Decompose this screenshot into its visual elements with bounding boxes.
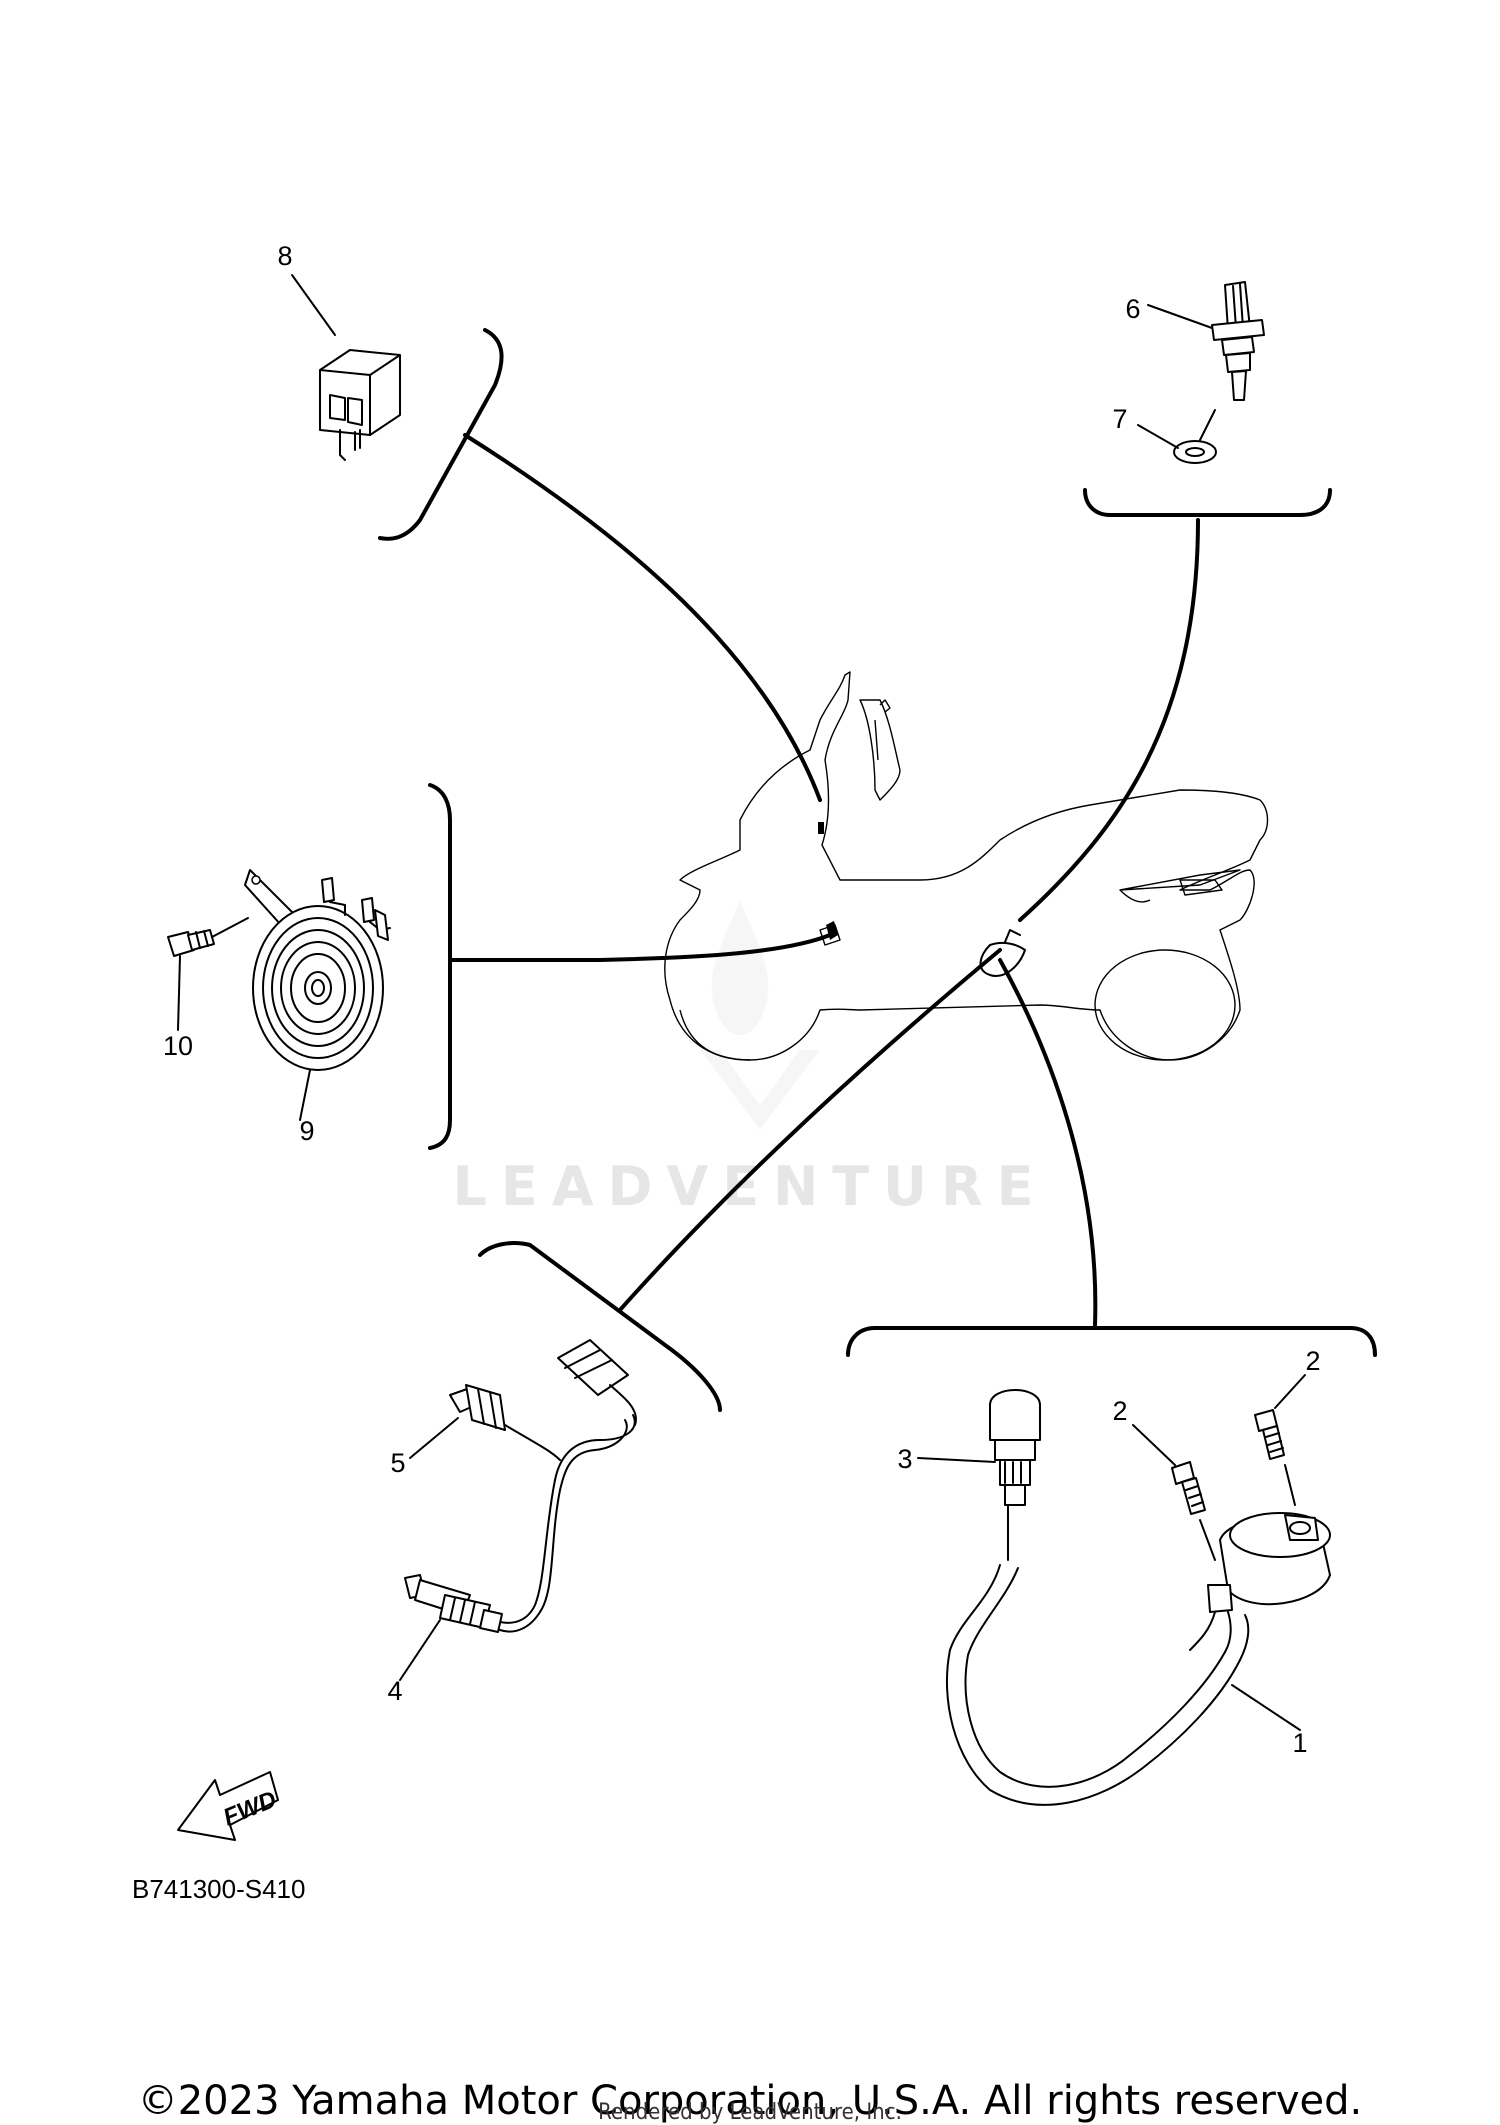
diagram-code: B741300-S410	[132, 1874, 305, 1904]
ignition-coil-icon[interactable]	[1189, 1512, 1331, 1651]
bracket-switch	[478, 1241, 722, 1412]
leader-6	[1147, 304, 1213, 329]
bolt-icon[interactable]	[167, 929, 215, 957]
callout-6: 6	[1125, 294, 1140, 324]
leader-coil	[998, 958, 1098, 1327]
rendered-by-note: Rendered by LeadVenture, Inc.	[598, 2100, 902, 2125]
leader-relay	[463, 433, 822, 802]
leader-9	[299, 1069, 311, 1121]
bracket-sensor	[1083, 488, 1332, 517]
leader-sensor	[1018, 518, 1200, 922]
bracket-coil	[846, 1326, 1377, 1357]
relay-icon[interactable]	[319, 349, 401, 461]
leader-2b	[1274, 1374, 1306, 1409]
sensor-icon[interactable]	[1211, 281, 1265, 401]
spark-plug-cap-icon[interactable]	[989, 1389, 1041, 1506]
leader-2a	[1132, 1424, 1176, 1466]
leader-switch	[618, 948, 1002, 1312]
leader-10	[177, 955, 181, 1031]
copyright-notice: ©2023 Yamaha Motor Corporation, U.S.A. A…	[137, 2078, 1363, 2124]
watermark-text: LEADVENTURE	[453, 1155, 1048, 1218]
leadventure-watermark: LEADVENTURE	[453, 900, 1048, 1218]
bolt-icon[interactable]	[1254, 1409, 1285, 1460]
bolt-icon[interactable]	[1171, 1461, 1206, 1515]
callout-2a: 2	[1112, 1396, 1127, 1426]
coil-lead	[946, 1504, 1250, 1806]
scooter-outline	[664, 671, 1269, 1061]
leader-3	[917, 1457, 996, 1463]
callout-5: 5	[390, 1448, 405, 1478]
callout-4: 4	[387, 1676, 402, 1706]
leader-7	[1137, 424, 1179, 449]
leader-4	[399, 1619, 441, 1681]
neutral-switch-icon[interactable]	[404, 1574, 503, 1633]
callout-9: 9	[299, 1116, 314, 1146]
horn-icon[interactable]	[244, 869, 391, 1071]
leader-8	[291, 274, 336, 336]
connector-icon[interactable]	[557, 1339, 637, 1426]
leader-2a-axis	[1199, 1519, 1216, 1561]
leader-horn	[450, 933, 832, 962]
callout-3: 3	[897, 1444, 912, 1474]
callout-10: 10	[163, 1031, 193, 1061]
bracket-relay	[378, 328, 504, 541]
switch-wire	[499, 1414, 636, 1633]
watermark-logo-icon	[700, 900, 820, 1130]
leader-10-axis	[211, 917, 249, 938]
leader-5	[409, 1417, 459, 1459]
callout-7: 7	[1112, 404, 1127, 434]
callout-8: 8	[277, 241, 292, 271]
callout-1: 1	[1292, 1728, 1307, 1758]
leader-1	[1231, 1684, 1301, 1731]
leader-7-axis	[1199, 409, 1216, 441]
switch-icon[interactable]	[449, 1384, 561, 1461]
fwd-arrow-icon: FWD	[177, 1771, 280, 1841]
bracket-horn	[428, 783, 452, 1150]
leader-2b-axis	[1284, 1464, 1296, 1506]
gasket-icon[interactable]	[1173, 440, 1217, 464]
callout-2b: 2	[1305, 1346, 1320, 1376]
